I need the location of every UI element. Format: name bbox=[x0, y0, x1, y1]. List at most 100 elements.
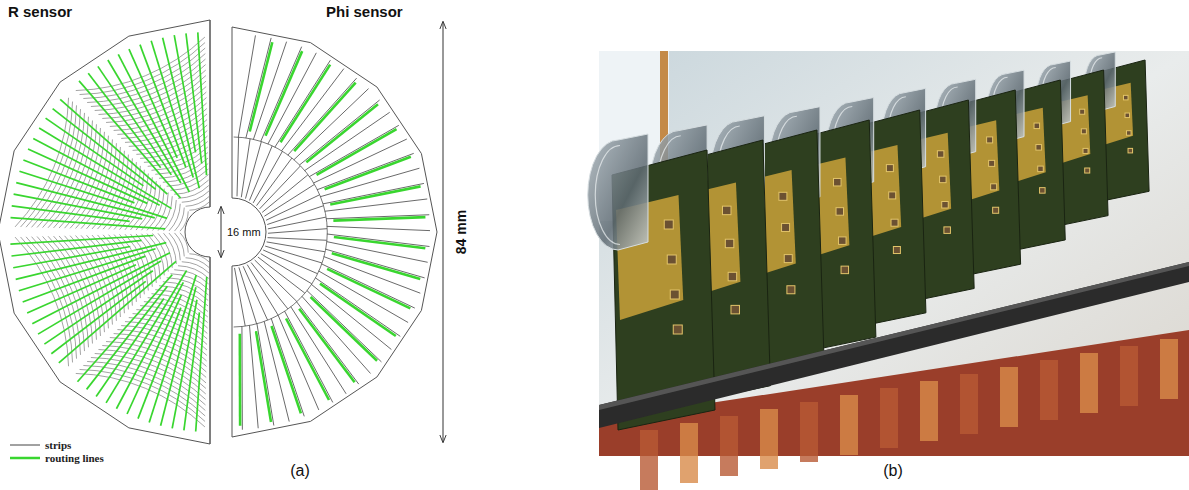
chip bbox=[937, 151, 944, 158]
chip bbox=[893, 247, 900, 254]
strip bbox=[170, 175, 208, 191]
legend-line-sample bbox=[10, 445, 40, 446]
strip bbox=[325, 249, 424, 278]
chip bbox=[940, 176, 947, 183]
kapton-cable bbox=[840, 395, 858, 455]
phi-sensor-outline bbox=[232, 27, 437, 437]
chip bbox=[1123, 95, 1128, 100]
routing-line bbox=[294, 83, 355, 152]
routing-line bbox=[330, 186, 420, 204]
strip bbox=[241, 326, 242, 429]
chip bbox=[667, 255, 676, 264]
routing-line bbox=[16, 183, 155, 218]
kapton-cable bbox=[720, 416, 738, 476]
chip bbox=[987, 137, 993, 143]
routing-line bbox=[13, 246, 130, 267]
strip bbox=[174, 180, 208, 194]
chip bbox=[673, 325, 682, 334]
chip bbox=[784, 255, 792, 263]
strip bbox=[257, 324, 274, 426]
strip bbox=[315, 278, 400, 337]
routing-line bbox=[266, 51, 303, 136]
dimension-arrow bbox=[221, 207, 222, 257]
routing-line bbox=[129, 49, 177, 158]
chip bbox=[891, 219, 898, 226]
chip bbox=[670, 290, 679, 299]
chip bbox=[839, 237, 847, 245]
kapton-cable bbox=[1000, 367, 1018, 427]
routing-line bbox=[19, 171, 167, 218]
chip bbox=[1081, 129, 1086, 134]
chip bbox=[944, 227, 951, 234]
strip bbox=[243, 266, 267, 320]
strip bbox=[245, 142, 261, 199]
r-sensor-edge bbox=[210, 20, 211, 207]
routing-line bbox=[32, 253, 170, 324]
kapton-cable bbox=[640, 430, 658, 490]
legend-line bbox=[10, 441, 40, 449]
routing-line bbox=[163, 38, 200, 189]
chip bbox=[1034, 123, 1040, 129]
strip bbox=[158, 233, 172, 267]
chip bbox=[1083, 148, 1088, 153]
chip bbox=[989, 160, 995, 166]
chip bbox=[1125, 113, 1130, 118]
chip bbox=[664, 220, 673, 229]
r-sensor-edge bbox=[210, 257, 211, 444]
kapton-cable bbox=[800, 402, 818, 462]
strip bbox=[260, 166, 301, 209]
strip bbox=[246, 38, 271, 138]
strip bbox=[271, 319, 304, 417]
kapton-cable bbox=[920, 381, 938, 441]
routing-line bbox=[317, 129, 397, 175]
routing-line bbox=[161, 287, 196, 426]
routing-line bbox=[11, 218, 166, 229]
chip bbox=[1036, 145, 1042, 151]
carbon-rail bbox=[599, 262, 1189, 428]
chip bbox=[841, 266, 849, 274]
routing-line bbox=[149, 275, 196, 423]
routing-line bbox=[39, 128, 171, 209]
chip bbox=[722, 206, 731, 215]
chip bbox=[886, 165, 893, 172]
kapton-cable bbox=[1120, 346, 1138, 406]
r-sensor-outline bbox=[0, 20, 210, 444]
chip bbox=[1080, 109, 1085, 114]
chip bbox=[787, 286, 795, 294]
sensor-highlight bbox=[595, 146, 620, 245]
kapton-cable bbox=[760, 409, 778, 469]
strip bbox=[285, 311, 333, 402]
panel-label: (b) bbox=[883, 462, 903, 480]
strip bbox=[251, 263, 288, 309]
routing-line bbox=[127, 295, 181, 414]
dimension-label: 84 mm bbox=[454, 210, 469, 254]
strip bbox=[267, 242, 325, 252]
strip bbox=[268, 238, 327, 241]
strip bbox=[261, 254, 312, 284]
silicon-sensor bbox=[588, 134, 648, 250]
strip bbox=[268, 217, 326, 229]
routing-line bbox=[138, 308, 181, 419]
routing-line bbox=[118, 54, 189, 192]
kapton-cable bbox=[1080, 353, 1098, 413]
strip bbox=[235, 268, 246, 326]
strip bbox=[275, 60, 331, 147]
legend-row: routing lines bbox=[10, 452, 104, 464]
panel-label: (a) bbox=[290, 462, 310, 480]
chip bbox=[834, 178, 842, 186]
strip bbox=[268, 229, 327, 234]
strip bbox=[247, 265, 278, 315]
chip bbox=[993, 207, 999, 213]
routing-line bbox=[28, 149, 147, 203]
routing-line bbox=[98, 66, 171, 174]
strip bbox=[268, 53, 316, 144]
strip bbox=[253, 151, 282, 202]
strip bbox=[309, 125, 399, 176]
strip bbox=[323, 183, 424, 203]
routing-line bbox=[333, 217, 425, 221]
legend-row: strips bbox=[10, 439, 71, 451]
strip bbox=[264, 185, 314, 217]
routing-line bbox=[106, 270, 187, 402]
chip bbox=[1128, 148, 1133, 153]
